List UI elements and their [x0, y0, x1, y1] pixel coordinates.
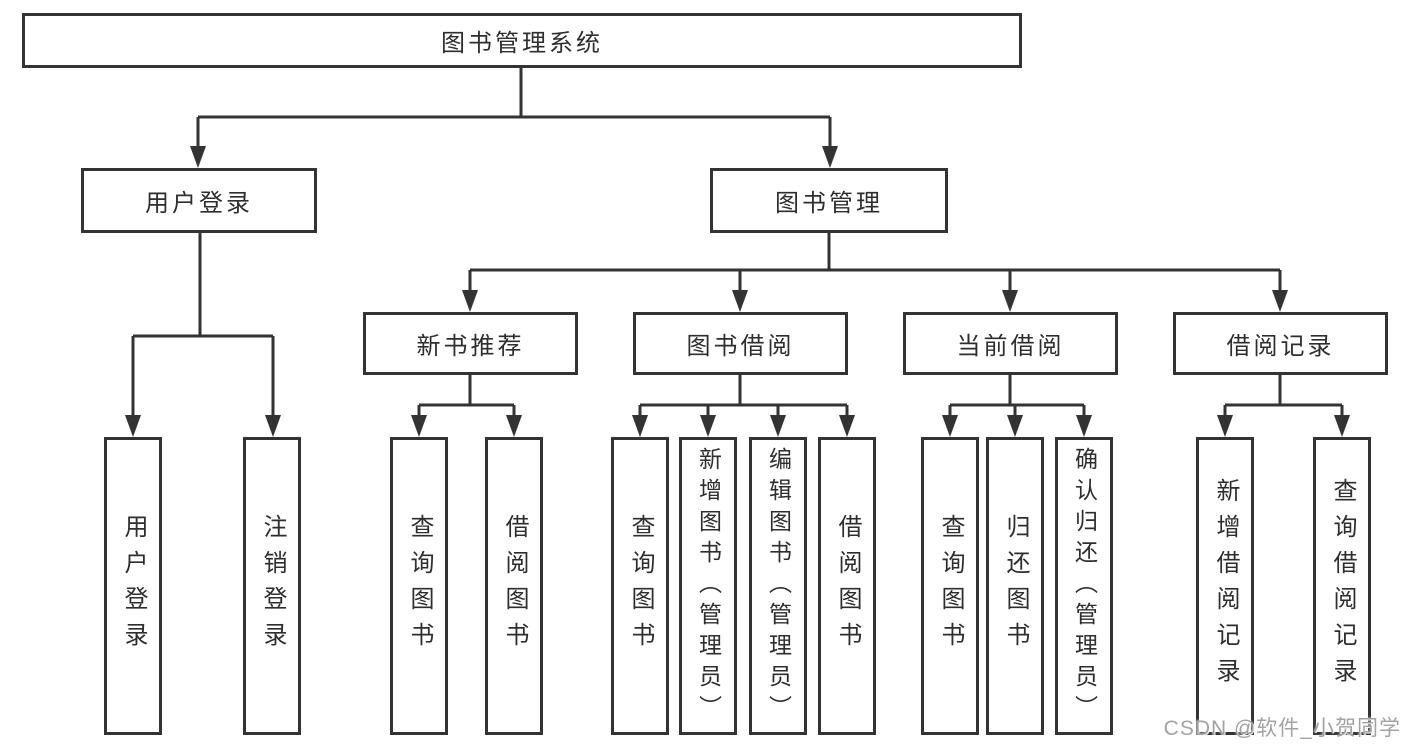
leaf-query-books-1: 查询图书	[390, 437, 448, 735]
node-user-login: 用户登录	[81, 168, 317, 233]
leaf-user-login-label: 用户登录	[120, 514, 147, 658]
leaf-borrow-books-2-label: 借阅图书	[834, 514, 861, 658]
leaf-return-books-label: 归还图书	[1002, 514, 1029, 658]
leaf-query-books-1-label: 查询图书	[406, 514, 433, 658]
leaf-edit-books-admin: 编辑图书（管理员）	[749, 437, 807, 735]
node-new-book-recommend-label: 新书推荐	[416, 333, 525, 360]
leaf-logout-label: 注销登录	[259, 514, 286, 658]
node-root: 图书管理系统	[22, 13, 1022, 68]
node-borrow-records: 借阅记录	[1173, 312, 1388, 375]
leaf-add-borrow-record: 新增借阅记录	[1196, 437, 1254, 735]
leaf-logout: 注销登录	[243, 437, 301, 735]
leaf-add-books-admin: 新增图书（管理员）	[679, 437, 737, 735]
node-book-borrow: 图书借阅	[633, 312, 848, 375]
node-current-borrow-label: 当前借阅	[956, 333, 1065, 360]
csdn-watermark: CSDN @软件_小贺同学	[1163, 717, 1401, 740]
leaf-borrow-books-1-label: 借阅图书	[501, 514, 528, 658]
node-root-label: 图书管理系统	[441, 30, 603, 57]
leaf-confirm-return-admin: 确认归还（管理员）	[1055, 437, 1113, 735]
leaf-borrow-books-2: 借阅图书	[818, 437, 876, 735]
node-current-borrow: 当前借阅	[903, 312, 1118, 375]
leaf-edit-books-admin-label: 编辑图书（管理员）	[765, 446, 792, 726]
node-book-mgmt-label: 图书管理	[775, 190, 883, 217]
leaf-query-books-3-label: 查询图书	[937, 514, 964, 658]
leaf-user-login: 用户登录	[104, 437, 162, 735]
leaf-query-borrow-record-label: 查询借阅记录	[1329, 478, 1356, 694]
leaf-query-books-2-label: 查询图书	[627, 514, 654, 658]
leaf-borrow-books-1: 借阅图书	[485, 437, 543, 735]
leaf-query-books-3: 查询图书	[921, 437, 979, 735]
node-book-mgmt: 图书管理	[710, 168, 948, 233]
node-user-login-label: 用户登录	[145, 190, 253, 217]
leaf-add-books-admin-label: 新增图书（管理员）	[695, 446, 722, 726]
node-new-book-recommend: 新书推荐	[363, 312, 578, 375]
arrowhead-icons	[125, 146, 1350, 437]
leaf-add-borrow-record-label: 新增借阅记录	[1212, 478, 1239, 694]
leaf-query-books-2: 查询图书	[611, 437, 669, 735]
leaf-confirm-return-admin-label: 确认归还（管理员）	[1071, 446, 1098, 726]
leaf-return-books: 归还图书	[986, 437, 1044, 735]
leaf-query-borrow-record: 查询借阅记录	[1313, 437, 1371, 735]
node-borrow-records-label: 借阅记录	[1226, 333, 1335, 360]
node-book-borrow-label: 图书借阅	[686, 333, 795, 360]
